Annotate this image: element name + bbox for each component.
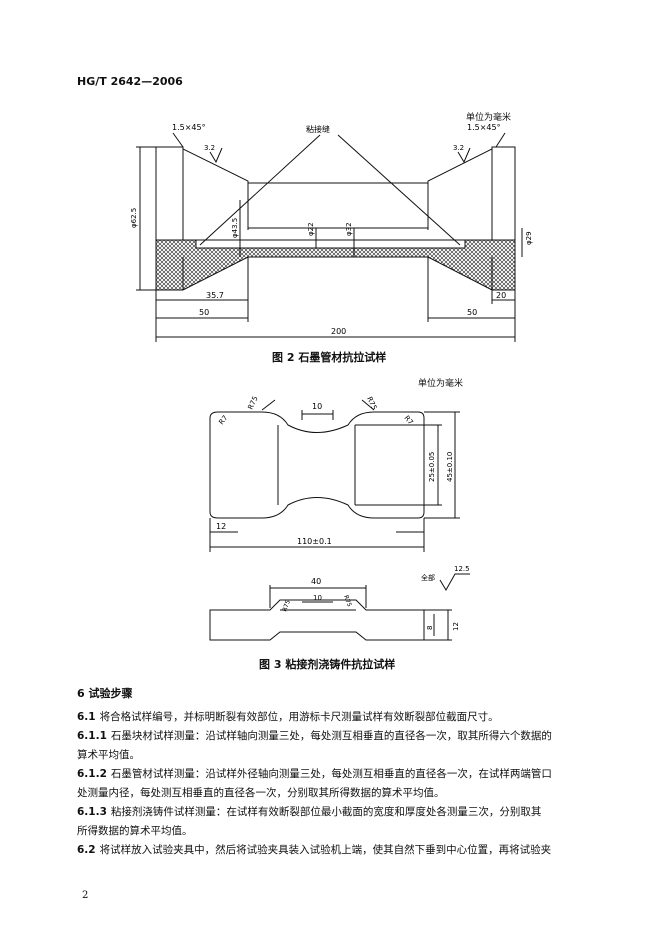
dim-outer-diameter: φ62.5	[130, 208, 138, 228]
figure3-caption: 图 3 粘接剂浇铸件抗拉试样	[259, 658, 396, 671]
dim-bore-diameter: φ32	[345, 222, 353, 236]
page-number: 2	[82, 890, 89, 901]
r75-side-left-label: R75	[281, 599, 292, 613]
para-line: 算术平均值。	[77, 749, 140, 761]
roughness-right-label: 3.2	[453, 144, 464, 152]
figure2-caption: 图 2 石墨管材抗拉试样	[272, 351, 387, 364]
para-number: 6.1.3	[77, 806, 107, 818]
dim-thickness-8: 8	[426, 626, 434, 630]
standard-code: HG/T 2642—2006	[77, 75, 183, 88]
para-line: 石墨管材试样测量：沿试样外径轴向测量三处，每处测互相垂直的直径各一次，在试样两端…	[110, 768, 552, 780]
dim-mid-diameter: φ43.5	[231, 218, 239, 238]
dim-thickness-12: 12	[452, 622, 460, 631]
para-number: 6.1.1	[77, 730, 107, 742]
dim-length-110: 110±0.1	[297, 537, 332, 546]
dim-height-45: 45±0.10	[446, 452, 454, 482]
para-line: 粘接剂浇铸件试样测量：在试样有效断裂部位最小截面的宽度和厚度处各测量三次，分别取…	[110, 806, 542, 818]
dim-width-12: 12	[216, 522, 226, 531]
dim-length-200: 200	[331, 327, 346, 336]
para-line: 处测量内径，每处测互相垂直的直径各一次，分别取其所得数据的算术平均值。	[77, 787, 445, 799]
r75-right-label: R75	[365, 395, 378, 411]
figure3-unit-note: 单位为毫米	[418, 379, 464, 389]
dim-width-10: 10	[312, 402, 322, 411]
para-number: 6.2	[77, 844, 96, 856]
dim-side-width-10: 10	[313, 594, 322, 602]
r7-left-label: R7	[217, 414, 229, 426]
chamfer-left-label: 1.5×45°	[172, 123, 206, 132]
para-line: 将合格试样编号，并标明断裂有效部位，用游标卡尺测量试样有效断裂部位截面尺寸。	[99, 711, 499, 723]
para-line: 将试样放入试验夹具中，然后将试验夹具装入试验机上端，使其自然下垂到中心位置，再将…	[99, 844, 552, 856]
para-number: 6.1.2	[77, 768, 107, 780]
chamfer-right-label: 1.5×45°	[467, 123, 501, 132]
dim-inner-diameter: φ22	[307, 222, 315, 236]
para-number: 6.1	[77, 711, 96, 723]
section-heading: 6 试验步骤	[77, 687, 133, 700]
dim-length-50-right: 50	[467, 308, 477, 317]
para-line: 所得数据的算术平均值。	[77, 825, 193, 837]
r75-left-label: R75	[247, 395, 260, 411]
roughness-value: 12.5	[454, 565, 470, 573]
figure2-unit-note: 单位为毫米	[466, 113, 512, 123]
roughness-left-label: 3.2	[204, 144, 215, 152]
dim-length-40: 40	[311, 577, 321, 586]
r75-side-right-label: R75	[342, 594, 353, 608]
dim-right-diameter: φ29	[525, 231, 533, 245]
para-line: 石墨块材试样测量：沿试样轴向测量三处，每处测互相垂直的直径各一次，取其所得六个数…	[110, 730, 552, 742]
dim-height-25: 25±0.05	[428, 452, 436, 482]
dim-length-35-7: 35.7	[206, 291, 224, 300]
dim-length-20: 20	[496, 291, 506, 300]
bond-seam-label: 粘接缝	[306, 124, 330, 134]
roughness-all-label: 全部	[421, 573, 435, 582]
dim-length-50-left: 50	[199, 308, 209, 317]
